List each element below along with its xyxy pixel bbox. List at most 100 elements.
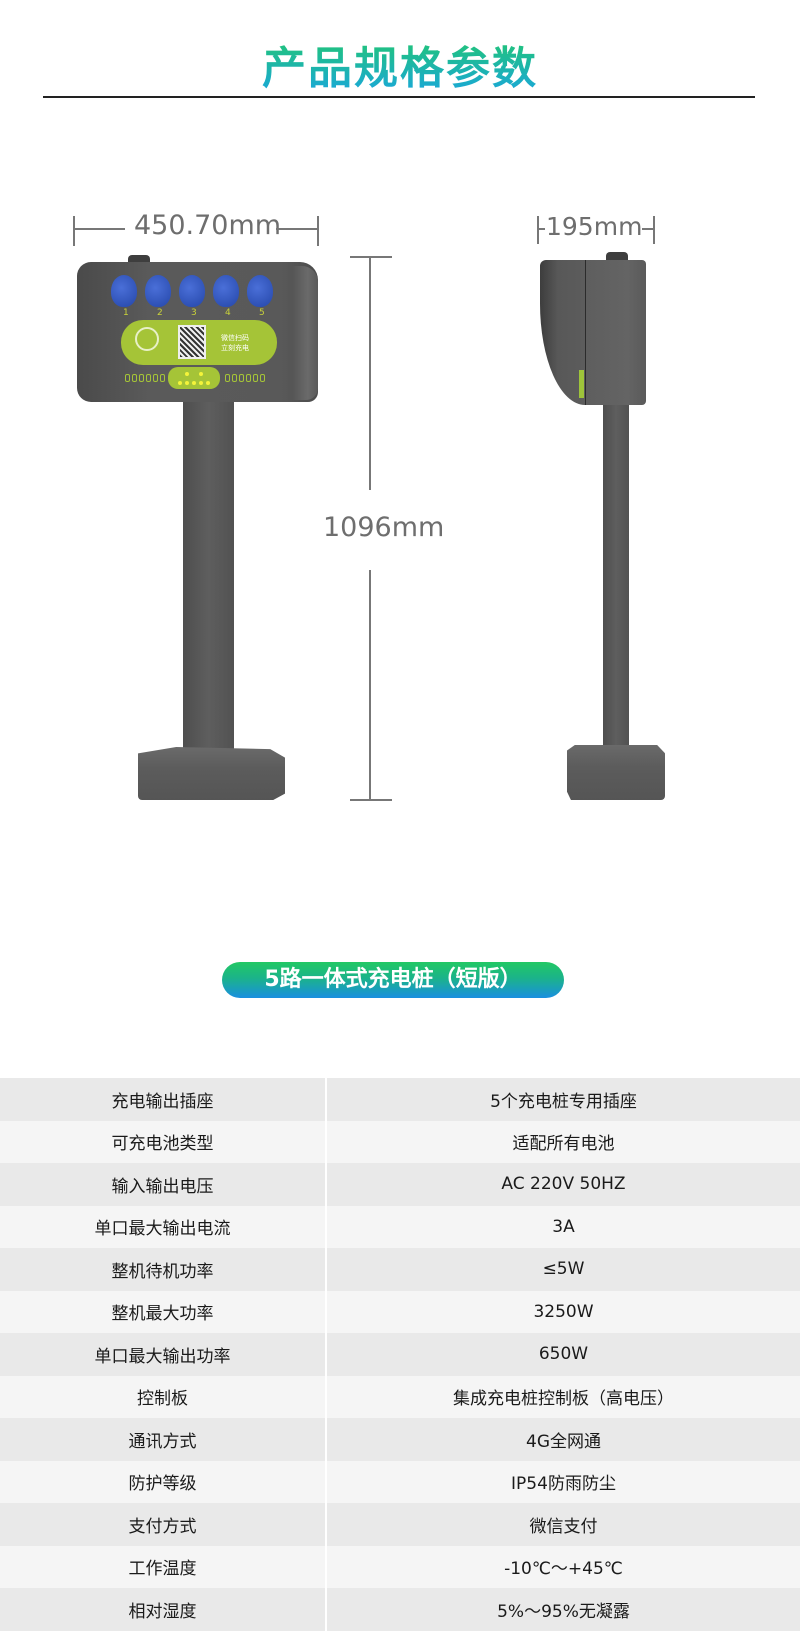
socket-icon (247, 275, 273, 307)
slot-icon (225, 374, 230, 382)
antenna-knob (128, 255, 150, 264)
table-row: 整机待机功率 ≤5W (0, 1248, 800, 1291)
front-enclosure-side (292, 266, 318, 400)
front-pole (183, 402, 234, 762)
dim-line-left (73, 228, 125, 230)
spec-key: 可充电池类型 (0, 1120, 327, 1163)
dim-tick-left (73, 216, 75, 246)
spec-key: 支付方式 (0, 1503, 327, 1546)
spec-value: 3250W (533, 1301, 594, 1322)
socket-number: 1 (123, 308, 129, 318)
antenna-knob (606, 252, 628, 261)
socket-number: 5 (259, 308, 265, 318)
slot-icon (246, 374, 251, 382)
spec-value: 集成充电桩控制板（高电压） (453, 1389, 674, 1410)
qr-code-icon (178, 325, 206, 359)
spec-value: 5%～95%无凝露 (497, 1601, 630, 1622)
socket-icon (145, 275, 171, 307)
spec-key: 控制板 (0, 1375, 327, 1418)
slot-icon (146, 374, 151, 382)
width-label: 450.70mm (134, 210, 282, 241)
spec-value: 5个充电桩专用插座 (490, 1091, 637, 1112)
table-row: 单口最大输出电流 3A (0, 1205, 800, 1248)
depth-line-left (537, 228, 545, 230)
spec-key: 整机待机功率 (0, 1248, 327, 1291)
led-icon (178, 381, 182, 385)
side-base (567, 745, 665, 800)
front-base (138, 747, 285, 800)
led-icon (199, 381, 203, 385)
dim-tick-right (317, 216, 319, 246)
spec-value: ≤5W (542, 1259, 585, 1280)
spec-table: 充电输出插座 5个充电桩专用插座 可充电池类型 适配所有电池 输入输出电压 AC… (0, 1078, 800, 1631)
table-row: 防护等级 IP54防雨防尘 (0, 1460, 800, 1503)
slot-icon (239, 374, 244, 382)
slot-icon (253, 374, 258, 382)
dim-line-right (276, 228, 318, 230)
spec-value: 650W (538, 1344, 589, 1365)
socket-number: 2 (157, 308, 163, 318)
spec-key: 单口最大输出电流 (0, 1205, 327, 1248)
socket-icon (111, 275, 137, 307)
table-row: 控制板 集成充电桩控制板（高电压） (0, 1375, 800, 1418)
led-icon (192, 381, 196, 385)
title-divider (43, 96, 755, 98)
spec-key: 工作温度 (0, 1545, 327, 1588)
spec-key: 整机最大功率 (0, 1290, 327, 1333)
table-row: 支付方式 微信支付 (0, 1503, 800, 1546)
spec-key: 充电输出插座 (0, 1078, 327, 1121)
height-line-top (369, 258, 371, 490)
scooter-charging-icon (135, 327, 159, 351)
led-indicator-bar (168, 367, 220, 389)
spec-key: 防护等级 (0, 1460, 327, 1503)
spec-value: IP54防雨防尘 (511, 1474, 616, 1495)
spec-key: 单口最大输出功率 (0, 1333, 327, 1376)
side-indicator-strip (579, 370, 584, 398)
height-line-bottom (369, 570, 371, 800)
table-row: 通讯方式 4G全网通 (0, 1418, 800, 1461)
height-tick-bottom (350, 799, 392, 801)
side-enclosure (540, 260, 646, 405)
depth-line-right (642, 228, 654, 230)
table-row: 充电输出插座 5个充电桩专用插座 (0, 1078, 800, 1121)
spec-key: 通讯方式 (0, 1418, 327, 1461)
led-icon (199, 372, 203, 376)
slot-icon (153, 374, 158, 382)
socket-number: 4 (225, 308, 231, 318)
depth-label: 195mm (546, 212, 643, 241)
side-enclosure-back (585, 260, 646, 405)
table-row: 工作温度 -10℃～+45℃ (0, 1545, 800, 1588)
led-icon (206, 381, 210, 385)
slot-icon (125, 374, 130, 382)
table-row: 单口最大输出功率 650W (0, 1333, 800, 1376)
page-title: 产品规格参数 (0, 32, 800, 94)
table-row: 整机最大功率 3250W (0, 1290, 800, 1333)
product-name-badge: 5路一体式充电桩（短版） (222, 962, 564, 998)
spec-value: 微信支付 (529, 1516, 598, 1537)
side-pole (603, 405, 629, 750)
scan-text-line1: 微信扫码 (221, 334, 249, 342)
depth-tick-right (653, 216, 655, 244)
slot-icon (260, 374, 265, 382)
spec-key: 相对湿度 (0, 1588, 327, 1631)
height-label: 1096mm (323, 512, 445, 543)
spec-value: 适配所有电池 (512, 1134, 615, 1155)
slot-icon (232, 374, 237, 382)
spec-value: 3A (552, 1216, 575, 1237)
slot-icon (160, 374, 165, 382)
table-row: 输入输出电压 AC 220V 50HZ (0, 1163, 800, 1206)
depth-tick-left (537, 216, 539, 244)
socket-number: 3 (191, 308, 197, 318)
height-tick-top (350, 256, 392, 258)
spec-value: 4G全网通 (526, 1431, 601, 1452)
table-row: 相对湿度 5%～95%无凝露 (0, 1588, 800, 1631)
table-row: 可充电池类型 适配所有电池 (0, 1120, 800, 1163)
spec-key: 输入输出电压 (0, 1163, 327, 1206)
spec-value: -10℃～+45℃ (504, 1559, 623, 1580)
led-icon (185, 381, 189, 385)
socket-icon (213, 275, 239, 307)
slot-icon (132, 374, 137, 382)
scan-text-line2: 立刻充电 (221, 344, 249, 352)
slot-icon (139, 374, 144, 382)
led-icon (185, 372, 189, 376)
